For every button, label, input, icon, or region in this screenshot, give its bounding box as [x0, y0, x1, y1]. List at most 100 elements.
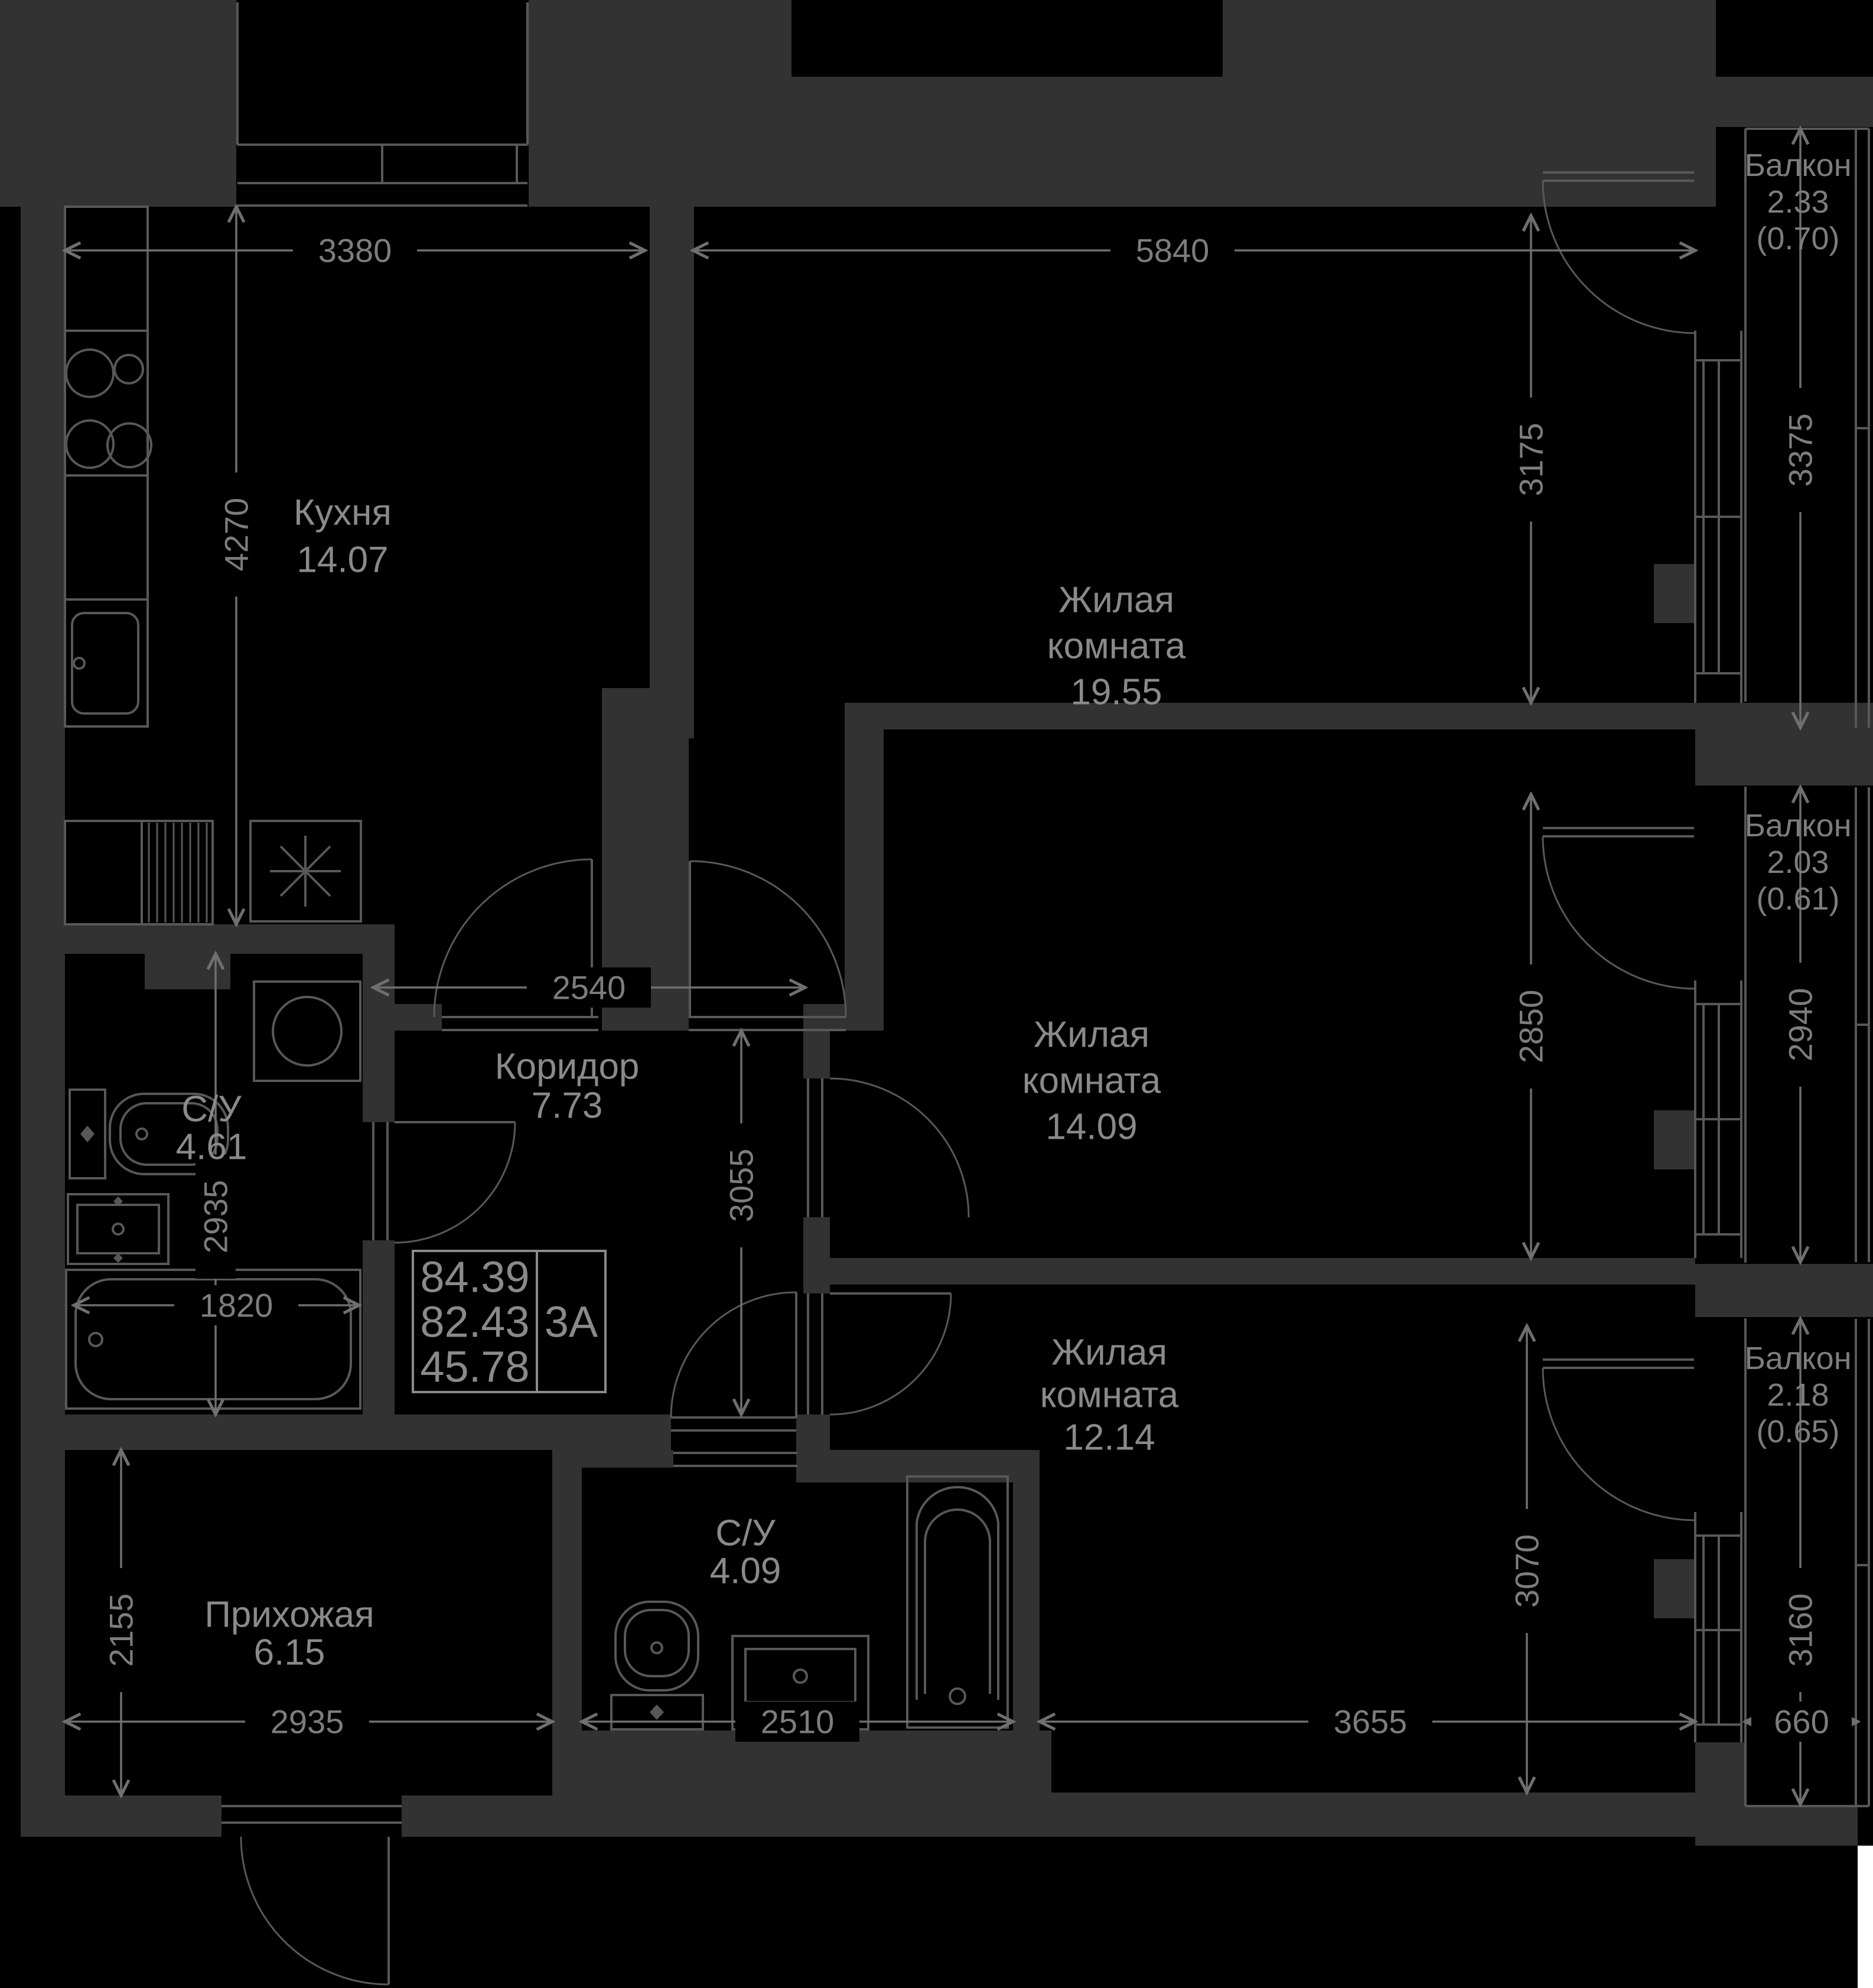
balcony-label-1: Балкон 2.33 (0.70) [1744, 148, 1851, 256]
svg-text:Жилая: Жилая [1034, 1015, 1149, 1055]
svg-text:14.09: 14.09 [1045, 1107, 1137, 1148]
svg-text:Балкон: Балкон [1744, 808, 1851, 843]
svg-text:комната: комната [1047, 626, 1186, 667]
area-stamp: 84.39 82.43 45.78 3А [412, 1250, 607, 1393]
living2-room-door [807, 1077, 970, 1218]
dim-living1-height: 3175 [1511, 397, 1551, 522]
dim-corridor-width: 2540 [527, 967, 651, 1008]
svg-text:4270: 4270 [218, 498, 255, 572]
balcony-label-3: Балкон 2.18 (0.65) [1744, 1341, 1851, 1449]
svg-text:2.18: 2.18 [1767, 1377, 1829, 1413]
svg-text:12.14: 12.14 [1063, 1417, 1155, 1458]
living3-room-door [807, 1292, 952, 1416]
dimensions: 3380 5840 4270 3175 3375 2850 [65, 129, 1858, 1804]
svg-text:3380: 3380 [318, 232, 392, 269]
vent-shaft-2 [592, 1478, 636, 1555]
toilet-icon-2 [610, 1601, 704, 1730]
dim-balcony1-height: 3375 [1780, 388, 1820, 512]
svg-text:3160: 3160 [1782, 1593, 1819, 1667]
svg-text:(0.70): (0.70) [1756, 221, 1839, 256]
svg-text:Кухня: Кухня [294, 493, 392, 533]
dim-kitchen-width: 3380 [293, 230, 417, 271]
balcony1-door [1542, 171, 1695, 334]
dim-living1-width: 5840 [1110, 230, 1234, 271]
stamp-type-code: 3А [545, 1298, 598, 1347]
vanity-sink-icon-1 [67, 1193, 170, 1265]
svg-text:С/У: С/У [715, 1513, 776, 1554]
dim-balcony3-height: 3160 [1780, 1568, 1820, 1692]
svg-text:660: 660 [1774, 1703, 1829, 1741]
balcony3-door [1542, 1358, 1695, 1521]
svg-text:4.61: 4.61 [176, 1127, 247, 1168]
bath2-door-opening [673, 1452, 797, 1467]
svg-text:2935: 2935 [271, 1703, 344, 1741]
dim-balcony2-height: 2940 [1780, 963, 1820, 1087]
svg-text:2.03: 2.03 [1767, 845, 1829, 880]
svg-text:2540: 2540 [552, 969, 626, 1006]
svg-text:14.07: 14.07 [297, 540, 388, 581]
kitchen-fixtures [64, 206, 362, 925]
svg-text:3375: 3375 [1782, 413, 1819, 487]
svg-text:С/У: С/У [181, 1089, 242, 1130]
dim-bath2-width: 2510 [735, 1702, 859, 1742]
svg-text:19.55: 19.55 [1070, 672, 1162, 713]
radiator-living3 [1654, 1559, 1695, 1618]
toilet-icon-1 [69, 1088, 229, 1179]
radiator-living2 [1654, 1110, 1695, 1169]
balcony-glazing [1744, 128, 1870, 1807]
svg-text:2935: 2935 [197, 1180, 234, 1254]
stamp-area-3: 45.78 [420, 1342, 529, 1391]
svg-text:комната: комната [1040, 1375, 1179, 1416]
svg-text:3655: 3655 [1334, 1703, 1408, 1741]
dim-corridor-height: 3055 [721, 1123, 761, 1247]
dim-hallway-width: 2935 [245, 1702, 369, 1742]
room-labels: Кухня 14.07 Жилая комната 19.55 Жилая ко… [176, 493, 1186, 1673]
room-label-bath2: С/У 4.09 [710, 1513, 781, 1592]
kitchen-window [236, 2, 529, 207]
stamp-total-area: 84.39 [420, 1253, 529, 1302]
svg-text:4.09: 4.09 [710, 1551, 781, 1592]
svg-text:Балкон: Балкон [1744, 1341, 1851, 1376]
svg-text:1820: 1820 [200, 1287, 273, 1324]
svg-text:6.15: 6.15 [254, 1632, 325, 1673]
room-label-kitchen: Кухня 14.07 [294, 493, 392, 581]
room-label-bath1: С/У 4.61 [176, 1089, 247, 1168]
svg-text:3070: 3070 [1509, 1534, 1546, 1608]
dim-kitchen-height: 4270 [216, 472, 256, 597]
svg-text:Балкон: Балкон [1744, 148, 1851, 183]
svg-text:Жилая: Жилая [1058, 580, 1174, 621]
entrance-door [221, 1805, 402, 1986]
room-label-living3: Жилая комната 12.14 [1040, 1332, 1179, 1458]
svg-text:3175: 3175 [1513, 423, 1550, 497]
living1-window [1694, 331, 1742, 703]
svg-text:2155: 2155 [103, 1593, 140, 1667]
stamp-area-2: 82.43 [420, 1298, 529, 1347]
kitchen-sink-icon [64, 598, 149, 728]
svg-text:5840: 5840 [1136, 232, 1210, 269]
living2-window [1694, 980, 1742, 1258]
bath1-door [372, 1121, 516, 1244]
corridor-lower-door [670, 1291, 797, 1432]
dim-living3-width: 3655 [1308, 1702, 1432, 1742]
balcony-label-2: Балкон 2.03 (0.61) [1744, 808, 1851, 917]
svg-text:Коридор: Коридор [495, 1047, 640, 1087]
room-label-living1: Жилая комната 19.55 [1047, 580, 1186, 713]
balcony-labels: Балкон 2.33 (0.70) Балкон 2.03 (0.61) Ба… [1744, 148, 1851, 1449]
bath2-fixtures [592, 1475, 1009, 1730]
svg-text:2.33: 2.33 [1767, 184, 1829, 220]
svg-text:комната: комната [1022, 1061, 1161, 1101]
svg-text:2940: 2940 [1782, 988, 1819, 1062]
svg-text:3055: 3055 [723, 1149, 760, 1223]
svg-text:Жилая: Жилая [1051, 1332, 1167, 1373]
living3-window [1694, 1512, 1742, 1742]
dim-hallway-height: 2155 [101, 1568, 141, 1692]
svg-text:7.73: 7.73 [532, 1086, 603, 1126]
dim-bathtub1-length: 1820 [174, 1285, 298, 1325]
svg-text:(0.65): (0.65) [1756, 1414, 1839, 1449]
room-label-living2: Жилая комната 14.09 [1022, 1015, 1161, 1148]
svg-text:Прихожая: Прихожая [204, 1595, 374, 1635]
